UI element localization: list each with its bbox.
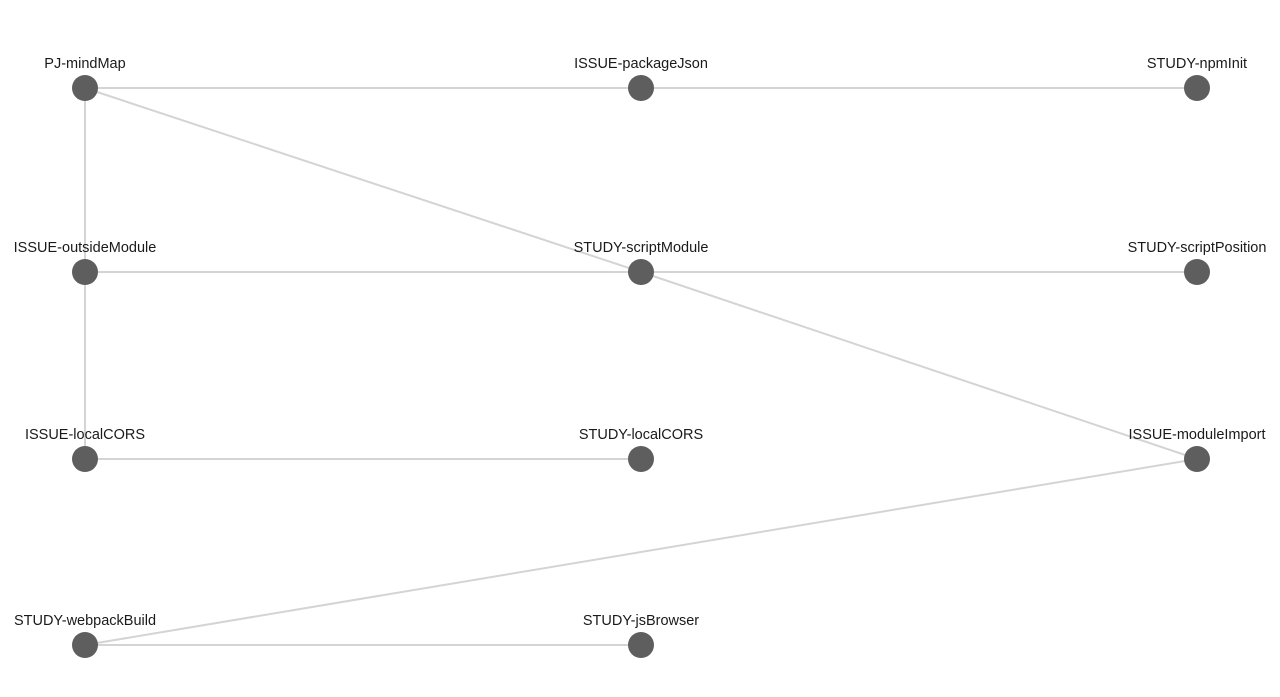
graph-node-circle[interactable] [1184,259,1210,285]
graph-node-circle[interactable] [628,75,654,101]
graph-node[interactable]: STUDY-scriptModule [574,240,709,285]
graph-node-label: ISSUE-moduleImport [1129,427,1266,443]
graph-node-label: STUDY-scriptModule [574,240,709,256]
edge-layer [84,87,1198,646]
graph-node-label: STUDY-localCORS [579,427,703,443]
graph-node[interactable]: PJ-mindMap [44,56,126,101]
graph-node[interactable]: ISSUE-localCORS [25,427,145,472]
graph-node[interactable]: STUDY-npmInit [1147,56,1247,101]
graph-node-label: STUDY-webpackBuild [14,613,156,629]
graph-node-circle[interactable] [1184,446,1210,472]
graph-node-label: ISSUE-localCORS [25,427,145,443]
graph-node[interactable]: STUDY-webpackBuild [14,613,156,658]
graph-edge [640,271,1198,460]
graph-node-label: ISSUE-packageJson [574,56,708,72]
graph-node-circle[interactable] [628,259,654,285]
graph-node[interactable]: ISSUE-moduleImport [1129,427,1266,472]
graph-node-circle[interactable] [628,446,654,472]
graph-node-label: STUDY-jsBrowser [583,613,699,629]
graph-node[interactable]: ISSUE-outsideModule [14,240,157,285]
graph-node[interactable]: STUDY-jsBrowser [583,613,699,658]
graph-node[interactable]: STUDY-scriptPosition [1128,240,1267,285]
graph-node-label: PJ-mindMap [44,56,125,72]
graph-node-label: STUDY-scriptPosition [1128,240,1267,256]
graph-node-circle[interactable] [72,259,98,285]
graph-node-circle[interactable] [628,632,654,658]
graph-node-circle[interactable] [1184,75,1210,101]
graph-node-label: ISSUE-outsideModule [14,240,157,256]
graph-node-circle[interactable] [72,632,98,658]
graph-node-label: STUDY-npmInit [1147,56,1247,72]
graph-edge [84,87,642,273]
graph-node[interactable]: STUDY-localCORS [579,427,703,472]
graph-node-circle[interactable] [72,75,98,101]
graph-edge [84,458,1198,646]
graph-node[interactable]: ISSUE-packageJson [574,56,708,101]
node-layer[interactable]: PJ-mindMap ISSUE-packageJson STUDY-npmInit… [14,56,1267,658]
graph-node-circle[interactable] [72,446,98,472]
